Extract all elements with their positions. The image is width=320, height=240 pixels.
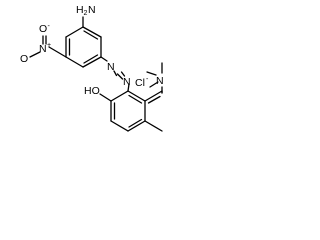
chloride-minus-sign: - xyxy=(146,76,149,83)
chloride-cl-label: Cl xyxy=(135,77,145,89)
azo-n2-label: N xyxy=(123,76,131,88)
amino-group-label: H 2 N xyxy=(76,4,96,17)
nitro-bonds xyxy=(29,35,67,58)
nitro-plus-sign: + xyxy=(47,42,51,49)
azo-n1-label: N xyxy=(107,61,115,73)
azo-bonds xyxy=(100,56,130,92)
hydroxy-bond xyxy=(99,93,112,102)
benzene-ring xyxy=(65,26,102,68)
nitro-minus-sign: - xyxy=(48,23,51,30)
ammonium-group-label: N xyxy=(156,75,164,87)
nitro-o-minus-label: O xyxy=(39,23,47,35)
nitro-n-label: N xyxy=(39,43,47,55)
nitro-group-label: O - N + O xyxy=(20,23,51,65)
azo-group-label: N N xyxy=(107,61,131,88)
ammonium-bonds xyxy=(146,62,163,94)
chloride-ion-label: Cl - xyxy=(135,76,149,89)
molecule-diagram: H 2 N O - N + O N N HO Cl - N xyxy=(20,4,164,132)
naphthalene-left-ring xyxy=(110,90,146,132)
amino-h2-subscript: 2 xyxy=(84,10,88,17)
hydroxy-label: HO xyxy=(84,85,100,97)
amino-n-label: N xyxy=(88,4,96,16)
nitro-o-label: O xyxy=(20,53,28,65)
amino-h-label: H xyxy=(76,4,84,16)
naphthalene-right-ring xyxy=(144,90,163,132)
ammonium-n-label: N xyxy=(156,75,164,87)
